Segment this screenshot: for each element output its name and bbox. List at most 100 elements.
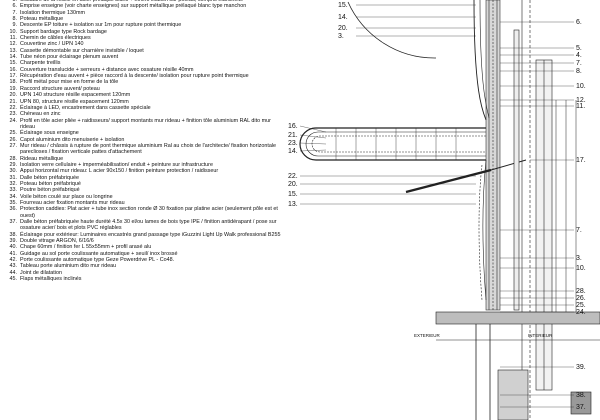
legend-item: 19.Raccord structure auvent/ poteau bbox=[4, 86, 286, 92]
callout-label: 17. bbox=[576, 157, 586, 164]
legend-item-number: 17. bbox=[9, 73, 18, 80]
right-callouts: 6.5.4.7.8.10.12.11.17.7.3.10.28.26.25.24… bbox=[576, 19, 586, 411]
legend-item: 24.Profil en tôle acier pliée + raidisse… bbox=[4, 118, 286, 131]
legend-item-text: Double vitrage ARGON, 6/16/6 bbox=[20, 238, 94, 245]
legend-item-number: 44. bbox=[9, 269, 18, 276]
legend-item: 5.Ossature de la résille en acier prélaq… bbox=[4, 0, 286, 3]
legend-item: 36.Protection caddies: Plat acier + tube… bbox=[4, 206, 286, 219]
legend-item-text: Rideau métallique bbox=[20, 155, 64, 162]
legend-item-text: Flaps métalliques inclinés bbox=[20, 276, 82, 283]
legend-item: 32.Poteau béton préfabriqué bbox=[4, 181, 286, 187]
callout-label: 37. bbox=[576, 404, 586, 411]
legend-item-text: Profil métal pour mise en forme de la tô… bbox=[20, 79, 119, 86]
legend-item-number: 33. bbox=[9, 187, 18, 194]
callout-label: 3. bbox=[338, 33, 344, 40]
legend-item-number: 22. bbox=[9, 104, 18, 111]
legend-item-text: Charpente treillis bbox=[20, 60, 61, 67]
legend-item-number: 24. bbox=[9, 117, 18, 124]
legend-item-text: UPN 140 structure résille espacement 120… bbox=[20, 92, 131, 99]
legend-item: 9.Descente EP toiture + isolation sur 1m… bbox=[4, 22, 286, 28]
callout-label: 26. bbox=[576, 295, 586, 302]
legend-item: 23.Chéneau en zinc bbox=[4, 111, 286, 117]
legend-item: 42.Porte coulissante automatique type Ge… bbox=[4, 257, 286, 263]
legend-item-number: 36. bbox=[9, 206, 18, 213]
legend-item-text: Emprise enseigne (voir charte enseignes)… bbox=[20, 3, 247, 10]
legend-item-text: Isolation thermique 130mm bbox=[20, 9, 86, 16]
legend-item-number: 19. bbox=[9, 85, 18, 92]
legend-item: 43.Tableau porte aluminium dito mur ride… bbox=[4, 263, 286, 269]
legend-item-number: 11. bbox=[9, 35, 17, 42]
legend-item: 33.Poutre béton préfabriqué bbox=[4, 187, 286, 193]
legend-item-number: 37. bbox=[9, 219, 18, 226]
legend-item-number: 32. bbox=[9, 180, 18, 187]
callout-label: 20. bbox=[288, 181, 298, 188]
callout-label: 22. bbox=[288, 173, 298, 180]
callout-label: 5. bbox=[576, 45, 582, 52]
legend-item: 35.Fourreau acier fixation montants mur … bbox=[4, 200, 286, 206]
legend-item-text: Tableau porte aluminium dito mur rideau bbox=[20, 263, 117, 270]
callout-label: 21. bbox=[288, 132, 298, 139]
legend-item: 30.Appui horizontal mur rideau: L acier … bbox=[4, 168, 286, 174]
callout-label: 7. bbox=[576, 60, 582, 67]
legend-item-number: 20. bbox=[9, 92, 18, 99]
curved-facade bbox=[473, 0, 487, 121]
legend-item: 39.Double vitrage ARGON, 6/16/6 bbox=[4, 238, 286, 244]
zone-interior: INTERIEUR bbox=[528, 333, 553, 338]
callout-label: 6. bbox=[576, 19, 582, 26]
legend-item-text: Support bardage type Rock bardage bbox=[20, 28, 107, 35]
callout-label: 13. bbox=[288, 201, 298, 208]
legend-item-number: 38. bbox=[9, 231, 18, 238]
legend-item-number: 14. bbox=[9, 54, 18, 61]
callout-label: 4. bbox=[576, 52, 582, 59]
callout-label: 11. bbox=[576, 103, 585, 110]
legend-item-number: 26. bbox=[9, 136, 18, 143]
legend-item-text: Dalle béton préfabriquée haute durété 4.… bbox=[20, 219, 277, 232]
legend-item: 37.Dalle béton préfabriquée haute durété… bbox=[4, 219, 286, 232]
legend-item: 13.Cassette démontable sur charnière inv… bbox=[4, 48, 286, 54]
post-right bbox=[513, 29, 520, 311]
legend-item-number: 15. bbox=[9, 60, 18, 67]
legend-item: 14.Tube néon pour éclairage plenum auven… bbox=[4, 54, 286, 60]
legend-item-number: 45. bbox=[9, 276, 18, 283]
legend-item-number: 43. bbox=[9, 263, 18, 270]
legend-item-number: 16. bbox=[9, 66, 18, 73]
legend-item: 27.Mur rideau / châssis à rupture de pon… bbox=[4, 143, 286, 156]
legend-item-number: 28. bbox=[9, 155, 18, 162]
mullions bbox=[555, 100, 577, 312]
legend-item-text: Éclairage pour extérieur: Luminaires enc… bbox=[20, 231, 281, 238]
callout-label: 15. bbox=[288, 191, 298, 198]
legend-item-number: 10. bbox=[9, 28, 18, 35]
zone-exterior: EXTERIEUR bbox=[414, 333, 441, 338]
legend-item-text: Poteau béton préfabriqué bbox=[20, 180, 81, 187]
legend-item-text: Capot aluminium dito menuiserie + isolat… bbox=[20, 136, 125, 143]
legend-item: 18.Profil métal pour mise en forme de la… bbox=[4, 79, 286, 85]
legend-item-text: Chape 60mm / finition fer L 55x55mm + pr… bbox=[20, 244, 152, 251]
callout-label: 10. bbox=[576, 83, 586, 90]
legend-item: 44.Joint de dilatation bbox=[4, 270, 286, 276]
legend-item-text: Éclairage à LED, encastrement dans casse… bbox=[20, 104, 151, 111]
legend-item-number: 41. bbox=[9, 250, 18, 257]
legend-item-number: 39. bbox=[9, 238, 18, 245]
legend-item-text: Porte coulissante automatique type Geze … bbox=[20, 257, 175, 264]
detail-circle-arc bbox=[347, 1, 437, 59]
legend-item-text: Descente EP toiture + isolation sur 1m p… bbox=[20, 22, 182, 29]
callout-label: 7. bbox=[576, 227, 582, 234]
legend-item: 40.Chape 60mm / finition fer L 55x55mm +… bbox=[4, 244, 286, 250]
legend-item-text: Protection caddies: Plat acier + tube in… bbox=[20, 206, 278, 219]
legend-item: 29.Isolation verre cellulaire + imperméa… bbox=[4, 162, 286, 168]
legend-item-text: Appui horizontal mur rideau: L acier 90x… bbox=[20, 168, 219, 175]
legend-item: 45.Flaps métalliques inclinés bbox=[4, 276, 286, 282]
legend-item: 7.Isolation thermique 130mm bbox=[4, 10, 286, 16]
legend-item-text: Poteau métallique bbox=[20, 16, 64, 23]
callout-label: 10. bbox=[576, 265, 586, 272]
legend-item: 22.Éclairage à LED, encastrement dans ca… bbox=[4, 105, 286, 111]
legend-item: 28.Rideau métallique bbox=[4, 156, 286, 162]
legend-item-text: Éclairage sous enseigne bbox=[20, 130, 79, 137]
legend-item-number: 21. bbox=[9, 98, 18, 105]
canopy-nose bbox=[299, 127, 486, 161]
legend-item-number: 7. bbox=[12, 9, 18, 16]
legend-item-number: 29. bbox=[9, 161, 18, 168]
legend-item-number: 13. bbox=[9, 47, 18, 54]
legend-item-text: Raccord structure auvent/ poteau bbox=[20, 85, 100, 92]
legend-item-text: UPN 80, structure résille espacement 120… bbox=[20, 98, 129, 105]
